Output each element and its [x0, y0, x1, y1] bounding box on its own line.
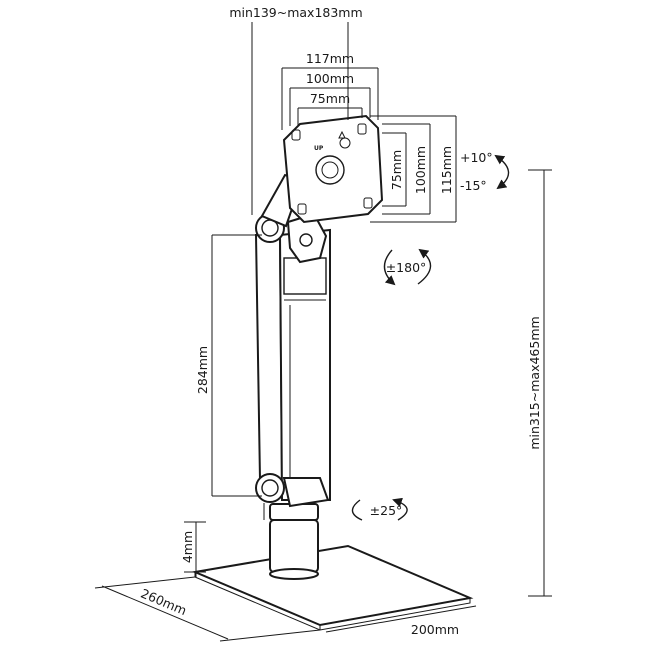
vesa-outer-label: 117mm [306, 51, 354, 66]
base-plate [191, 544, 474, 631]
rotation-indicator: ±180° [383, 248, 432, 286]
tilt-up-label: +10° [460, 150, 493, 165]
vesa-v-inner-label: 75mm [389, 150, 404, 190]
upper-arm [260, 173, 328, 264]
base-width-label: 200mm [411, 622, 459, 637]
dim-base-width: 200mm [325, 605, 477, 637]
swivel-label: ±25° [370, 503, 403, 518]
base-depth-label: 260mm [139, 586, 189, 619]
dim-vesa-horizontal: 117mm 100mm 75mm [281, 51, 379, 130]
dim-height-range: min315~max465mm [527, 169, 552, 597]
up-marking: UP [314, 145, 324, 152]
base-thickness-label: 4mm [180, 531, 195, 563]
tilt-down-label: -15° [460, 178, 487, 193]
tilt-arrow-icon [494, 154, 510, 190]
tilt-indicator: +10° -15° [460, 150, 510, 193]
arm-reach-label: min139~max183mm [229, 5, 362, 20]
vesa-plate: UP [282, 114, 384, 224]
pole-length-label: 284mm [195, 346, 210, 394]
swivel-left-arc [351, 499, 363, 521]
rotation-left-arrow-icon [383, 249, 396, 286]
rotation-label: ±180° [386, 260, 427, 275]
swivel-indicator: ±25° [351, 497, 408, 521]
height-range-label: min315~max465mm [527, 316, 542, 449]
dim-pole-length: 284mm [195, 234, 262, 497]
vesa-v-mid-label: 100mm [413, 146, 428, 194]
dim-base-thickness: 4mm [180, 521, 206, 577]
base-post [263, 503, 319, 580]
vertical-pole [254, 213, 331, 508]
dim-arm-reach: min139~max183mm [229, 5, 363, 215]
vesa-inner-label: 75mm [310, 91, 350, 106]
vesa-v-outer-label: 115mm [439, 146, 454, 194]
swivel-arrow-icon [392, 497, 408, 521]
rotation-right-arrow-icon [417, 248, 432, 285]
dim-vesa-vertical: 75mm 100mm 115mm [370, 115, 457, 223]
vesa-mid-label: 100mm [306, 71, 354, 86]
